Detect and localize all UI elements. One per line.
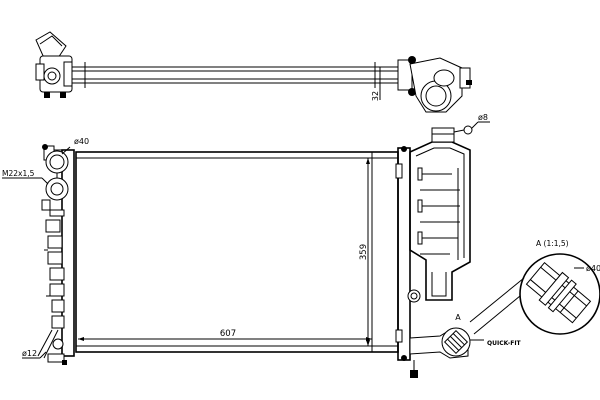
expansion-tank [409, 125, 473, 301]
callout-top-inlet: ø40 [61, 137, 89, 155]
label-width: 607 [220, 329, 236, 339]
radiator-core [75, 151, 399, 353]
thread-port-circle [45, 177, 69, 201]
detail-marker: A [455, 313, 461, 322]
dimension-height: 359 [359, 158, 370, 346]
right-header-tank [395, 146, 421, 378]
label-thread: M22x1,5 [2, 169, 35, 178]
label-detail-pipe: ø40 [586, 264, 600, 273]
top-view-right-tank [397, 56, 472, 113]
detail-a: A (1:1,5) ø40 [469, 239, 600, 335]
label-cap: ø8 [478, 113, 488, 122]
filler-neck [431, 127, 455, 143]
left-tank-ribs [44, 219, 65, 329]
top-view-left-inlet [35, 31, 73, 98]
callout-thread: M22x1,5 [2, 169, 49, 185]
detail-circle [519, 253, 600, 335]
top-view: 32 [35, 31, 472, 113]
quick-fit-outlet: A QUICK-FIT [409, 313, 522, 359]
dimension-width: 607 [78, 329, 372, 341]
callout-cap: ø8 [471, 113, 490, 129]
top-view-tube [69, 66, 406, 84]
label-quick-fit: QUICK-FIT [487, 340, 522, 347]
label-top-inlet: ø40 [74, 137, 89, 146]
bottom-left-pipe [37, 329, 67, 365]
callout-small-pipe: ø12 [22, 349, 47, 359]
label-height: 359 [359, 244, 369, 260]
cap-vent [463, 125, 473, 135]
dimension-depth: 32 [371, 66, 384, 101]
label-depth: 32 [371, 91, 380, 101]
front-view: ø40 M22x1,5 ø12 607 359 [2, 113, 522, 378]
detail-title: A (1:1,5) [536, 239, 569, 248]
label-small-pipe: ø12 [22, 349, 37, 358]
upper-inlet-circle [45, 150, 69, 174]
